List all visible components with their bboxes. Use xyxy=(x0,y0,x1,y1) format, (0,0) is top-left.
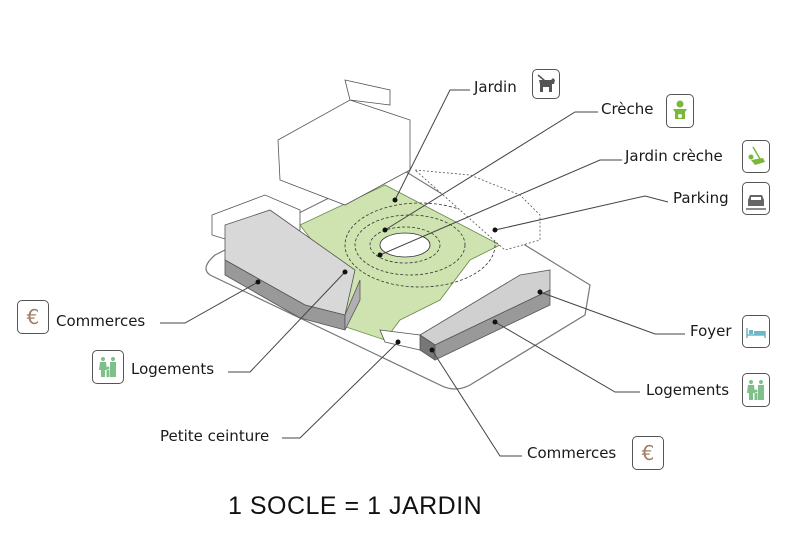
baby-icon xyxy=(666,94,694,128)
car-icon xyxy=(742,182,770,215)
family-icon xyxy=(742,373,770,407)
garden-contours xyxy=(344,202,496,288)
bed-icon xyxy=(742,315,770,348)
label-jardin-creche: Jardin crèche xyxy=(625,147,723,165)
label-foyer: Foyer xyxy=(690,322,732,340)
label-logements-right: Logements xyxy=(646,381,730,399)
label-petite-ceinture: Petite ceinture xyxy=(160,427,270,445)
label-logements-left: Logements xyxy=(131,360,215,378)
euro-icon: € xyxy=(632,436,664,470)
label-commerces-bottom: Commerces xyxy=(527,444,617,462)
socle-outline xyxy=(205,164,591,390)
swing-icon xyxy=(742,140,770,173)
background-buildings xyxy=(211,79,541,251)
label-jardin: Jardin xyxy=(474,78,517,96)
commerces-logements-block-left xyxy=(224,209,361,331)
leader-lines xyxy=(160,89,685,457)
leader-dots xyxy=(255,197,543,353)
svg-text:€: € xyxy=(27,305,40,329)
label-creche: Crèche xyxy=(601,100,654,118)
family-icon xyxy=(92,350,124,384)
svg-text:€: € xyxy=(642,441,655,465)
label-parking: Parking xyxy=(673,189,729,207)
dog-icon xyxy=(532,69,560,99)
diagram-title: 1 SOCLE = 1 JARDIN xyxy=(228,492,483,520)
label-commerces-left: Commerces xyxy=(56,312,146,330)
euro-icon: € xyxy=(17,300,49,334)
